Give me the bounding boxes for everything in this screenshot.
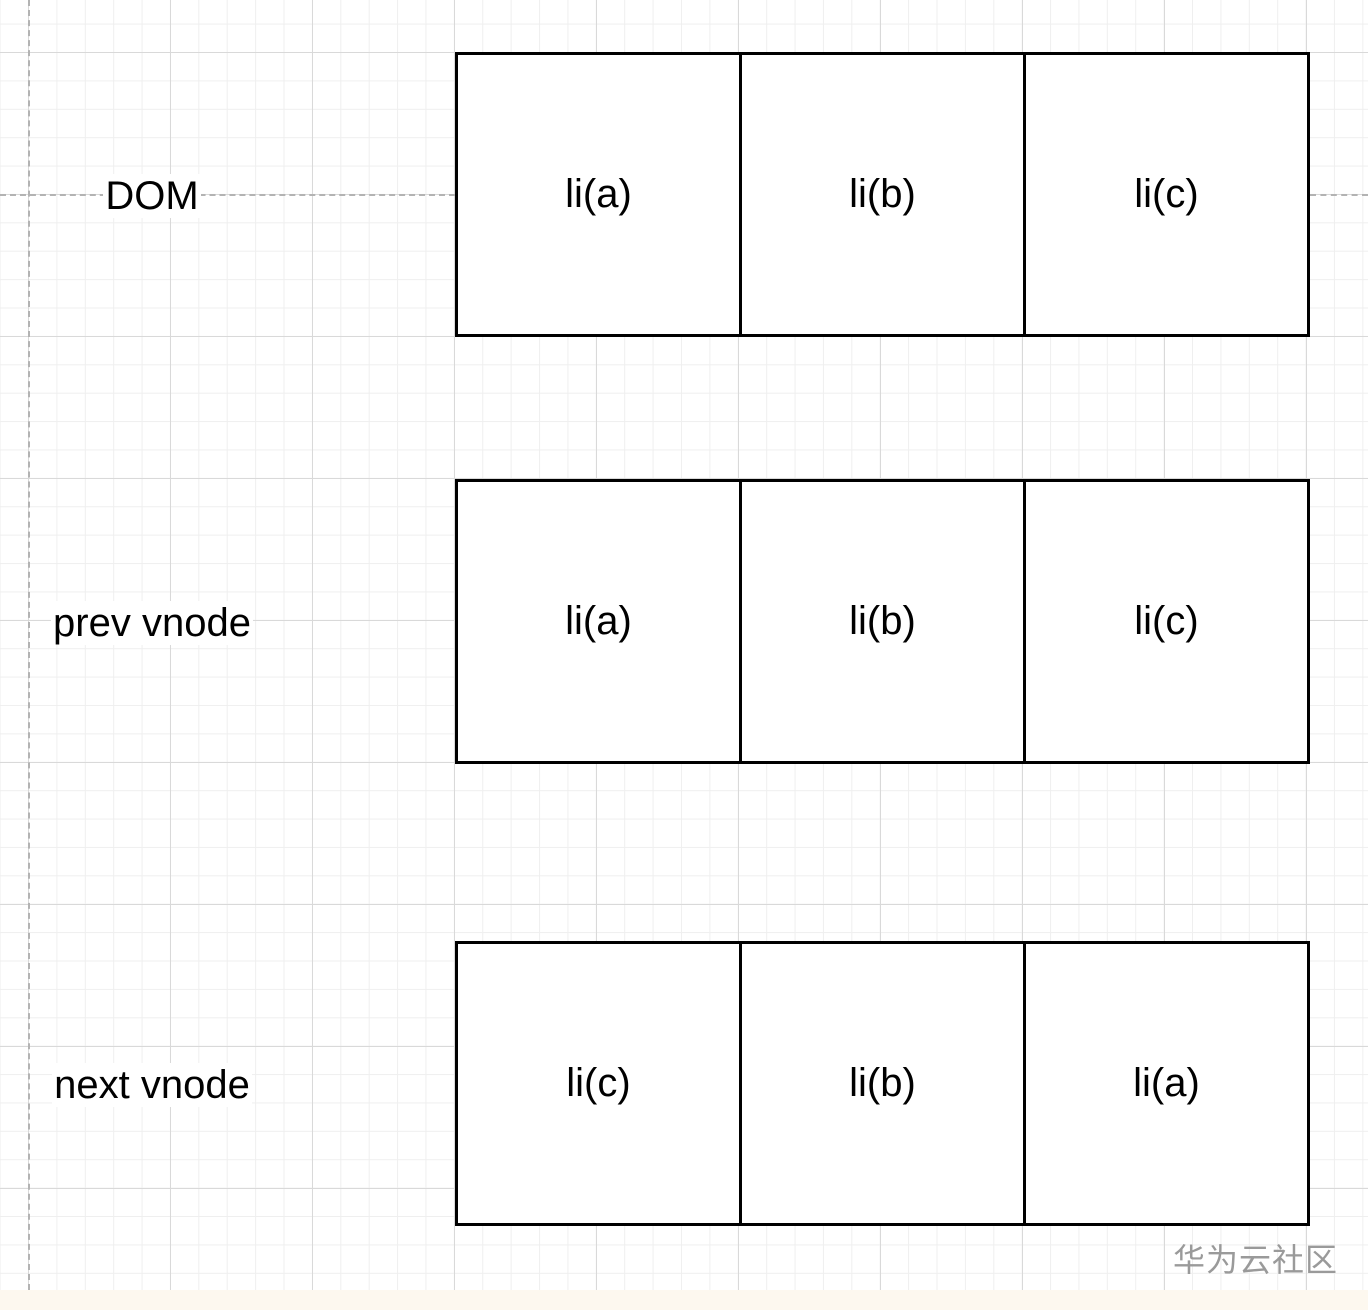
row-label-dom-text: DOM (103, 174, 201, 218)
next-vnode-cell-2: li(b) (739, 944, 1023, 1223)
row-label-dom: DOM (20, 172, 284, 220)
next-vnode-row: li(c) li(b) li(a) (455, 941, 1310, 1226)
prev-vnode-row: li(a) li(b) li(c) (455, 479, 1310, 764)
dom-cell-1: li(a) (565, 172, 632, 216)
row-label-prev-vnode-text: prev vnode (51, 601, 253, 645)
row-label-prev-vnode: prev vnode (20, 599, 284, 647)
watermark-text: 华为云社区 (1172, 1241, 1338, 1279)
horizontal-guide-line-left (0, 194, 455, 196)
dom-cell-2: li(b) (739, 55, 1023, 334)
next-vnode-cell-3: li(a) (1023, 944, 1307, 1223)
vertical-guide-line (28, 0, 30, 1290)
horizontal-guide-line-right (1310, 194, 1368, 196)
prev-vnode-cell-1: li(a) (565, 599, 632, 643)
next-vnode-cell-1: li(c) (566, 1061, 631, 1105)
dom-row: li(a) li(b) li(c) (455, 52, 1310, 337)
row-label-next-vnode: next vnode (20, 1061, 284, 1109)
dom-cell-3: li(c) (1023, 55, 1307, 334)
prev-vnode-cell-3: li(c) (1023, 482, 1307, 761)
bottom-strip (0, 1290, 1368, 1310)
prev-vnode-cell-2: li(b) (739, 482, 1023, 761)
row-label-next-vnode-text: next vnode (52, 1063, 252, 1107)
